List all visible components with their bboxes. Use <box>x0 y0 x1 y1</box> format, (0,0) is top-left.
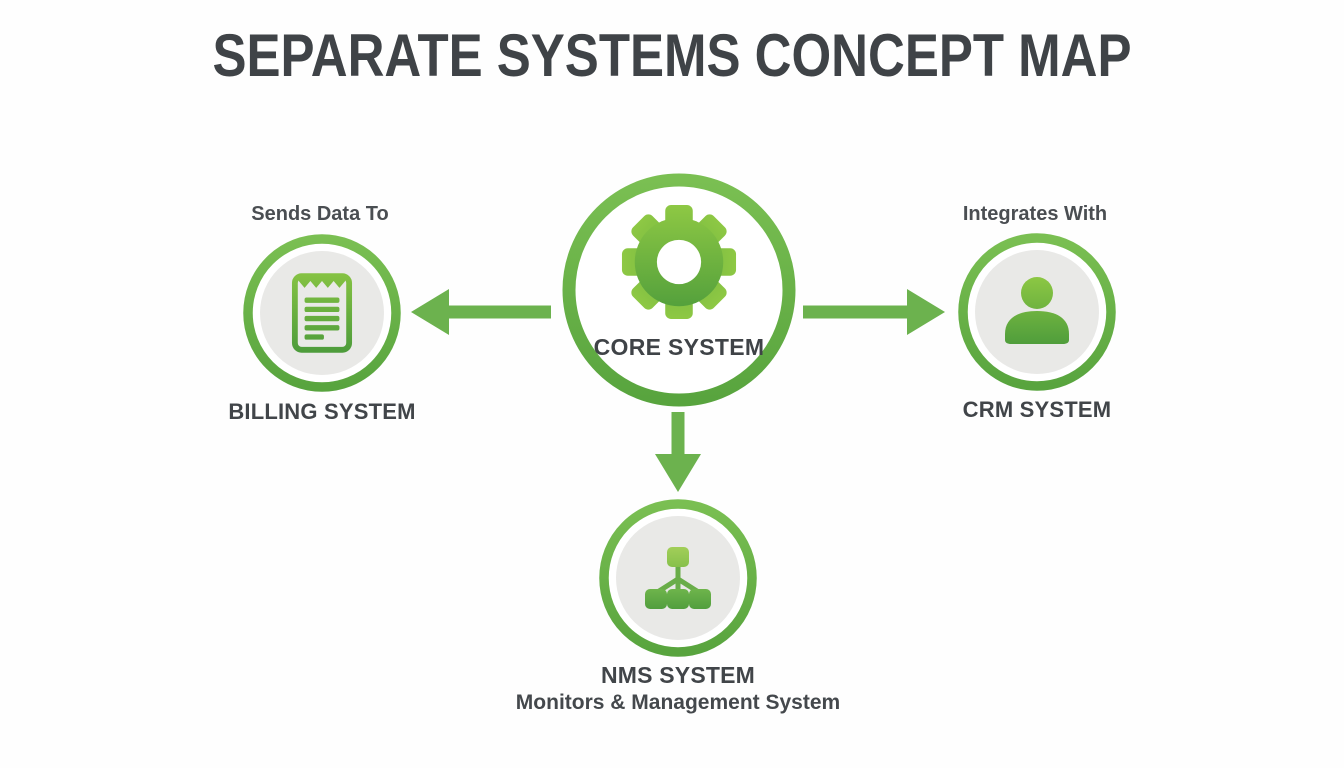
billing-system-label: BILLING SYSTEM <box>228 399 416 424</box>
billing-system-node <box>242 233 402 393</box>
page-title: SEPARATE SYSTEMS CONCEPT MAP <box>212 22 1132 89</box>
receipt-icon <box>291 273 353 353</box>
nms-system-label: NMS SYSTEM <box>600 662 756 688</box>
crm-system-node <box>957 232 1117 392</box>
core-system-node: CORE SYSTEM <box>562 173 796 407</box>
arrow-down-icon <box>655 412 701 492</box>
nms-system-sublabel: Monitors & Management System <box>515 691 841 714</box>
crm-system-label: CRM SYSTEM <box>962 397 1112 422</box>
gear-icon <box>621 204 737 320</box>
person-icon <box>1005 277 1069 344</box>
edge-label-sends-data-to: Sends Data To <box>251 203 389 225</box>
edge-label-integrates-with: Integrates With <box>962 203 1108 225</box>
core-system-label: CORE SYSTEM <box>593 334 765 360</box>
billing-ring <box>243 234 401 392</box>
nms-system-node <box>598 498 758 658</box>
arrow-left-icon <box>411 289 551 335</box>
arrow-right-icon <box>803 289 945 335</box>
network-tree-icon <box>645 547 711 609</box>
